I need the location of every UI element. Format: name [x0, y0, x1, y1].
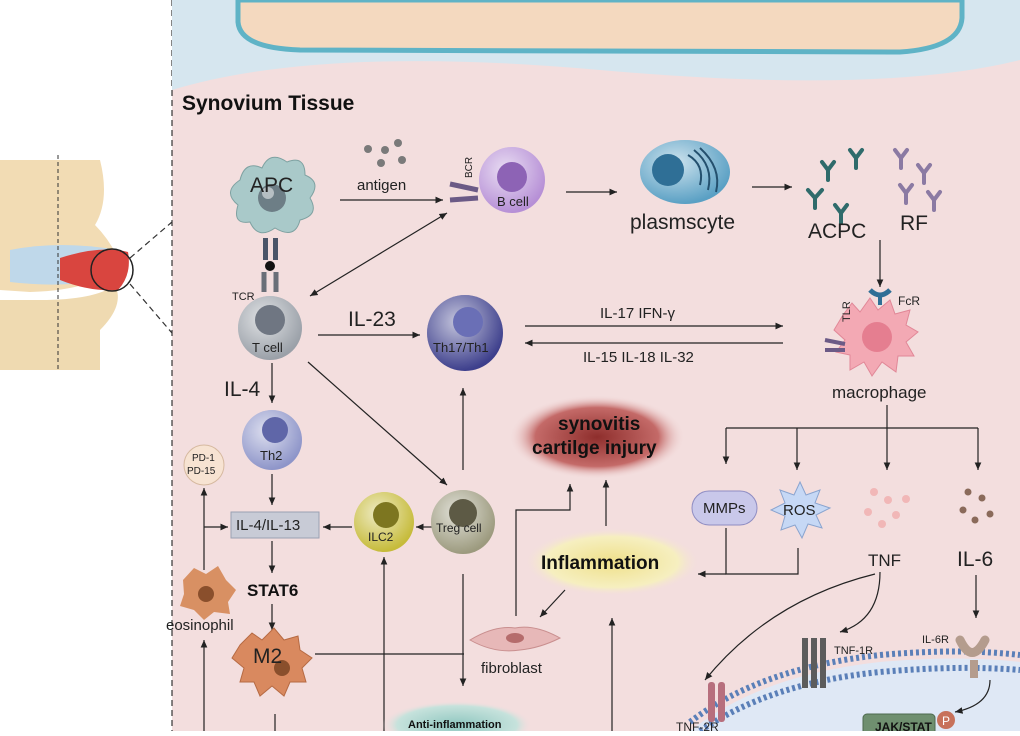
- inflammation-cloud: [524, 528, 700, 596]
- apc-cell: [230, 156, 316, 234]
- arrow-il6r-to-jakstat: [954, 679, 991, 714]
- b-cell-label: B cell: [497, 194, 529, 209]
- anti-inflammation-label: Anti-inflammation: [408, 719, 502, 731]
- cartilage-injury-label: cartilge injury: [532, 438, 657, 459]
- eosinophil-label: eosinophil: [166, 617, 234, 634]
- t-cell: [238, 296, 302, 360]
- m2-macrophage-cell: [231, 627, 313, 697]
- il6-label: IL-6: [957, 548, 993, 571]
- fibroblast-label: fibroblast: [481, 660, 543, 677]
- arrow-tnf-to-tnf1r: [839, 571, 881, 634]
- tnf-particles: [864, 488, 910, 528]
- il4-label: IL-4: [224, 378, 261, 401]
- il6r-receptor: [955, 635, 990, 678]
- arrow-tcell-bcell: [309, 212, 448, 297]
- joint-zoom-circle: [90, 248, 134, 292]
- synovitis-cloud: [509, 395, 685, 479]
- il17-ifn-label: IL-17 IFN-γ: [600, 305, 676, 322]
- tnf1r-receptor: [802, 638, 826, 688]
- ilc2-label: ILC2: [368, 530, 394, 544]
- phosphate-badge: [937, 711, 955, 729]
- stat6-label: STAT6: [247, 581, 298, 600]
- macrophage-branch-lines: [722, 405, 982, 470]
- il6r-label: IL-6R: [922, 634, 949, 646]
- arrow-tcell-to-treg: [307, 361, 448, 486]
- antigen-particles: [364, 139, 406, 167]
- th17-th1-cell: [427, 295, 503, 371]
- mhc-tcr-complex: [261, 238, 279, 292]
- antibody-cluster: [806, 148, 942, 225]
- phosphate-label: P: [942, 714, 950, 728]
- il4-il13-box: [230, 511, 320, 539]
- fibroblast-cell: [469, 626, 562, 652]
- ilc2-cell: [354, 492, 414, 552]
- il15-18-32-label: IL-15 IL-18 IL-32: [583, 349, 694, 366]
- cartilage-cap: [235, 0, 965, 55]
- anti-inflammation-cloud: [382, 701, 532, 736]
- il6-particles: [959, 488, 994, 524]
- inflammation-label: Inflammation: [541, 553, 659, 574]
- arrow-fibroblast-to-synovitis: [515, 484, 574, 616]
- ros-star: [769, 480, 832, 540]
- eosinophil-cell: [180, 566, 236, 620]
- ros-label: ROS: [783, 502, 816, 519]
- treg-cell: [431, 490, 495, 554]
- pd-cytokine-bubble: [183, 444, 225, 486]
- tcr-label: TCR: [232, 291, 255, 303]
- fcr-label: FcR: [898, 294, 920, 308]
- antigen-label: antigen: [357, 177, 406, 194]
- t-cell-label: T cell: [252, 340, 283, 355]
- th2-cell: [242, 410, 302, 470]
- knee-joint-illustration: [0, 155, 173, 372]
- tnf1r-label: TNF-1R: [834, 645, 873, 657]
- jak-stat-box: [862, 713, 936, 736]
- tnf2r-label: TNF-2R: [676, 720, 719, 731]
- tnf2r-receptor: [708, 682, 725, 722]
- acpc-label: ACPC: [808, 220, 866, 243]
- treg-label: Treg cell: [436, 521, 482, 535]
- plasmscyte-cell: [640, 140, 730, 204]
- macrophage-label: macrophage: [832, 383, 927, 402]
- synovitis-label: synovitis: [558, 414, 640, 435]
- il23-label: IL-23: [348, 308, 396, 331]
- mmps-label: MMPs: [703, 500, 746, 517]
- macrophage-cell: [824, 288, 919, 377]
- apc-label: APC: [250, 174, 293, 197]
- il4-il13-label: IL-4/IL-13: [236, 517, 300, 534]
- jak-stat-label: JAK/STAT: [875, 720, 933, 731]
- page-title: Synovium Tissue: [182, 92, 354, 115]
- arrow-inflammation-to-fibroblast: [539, 589, 566, 618]
- m2-label: M2: [253, 645, 282, 668]
- th17-label: Th17/Th1: [433, 340, 489, 355]
- arrow-tnf-to-tnf2r: [704, 573, 876, 681]
- th2-label: Th2: [260, 448, 282, 463]
- mmps-pill: [691, 490, 758, 526]
- tnf-label: TNF: [868, 551, 901, 570]
- rf-label: RF: [900, 212, 928, 235]
- plasmscyte-label: plasmscyte: [630, 211, 735, 234]
- bcr-label: BCR: [464, 157, 475, 178]
- pd1-label: PD-1: [192, 453, 215, 464]
- tlr-label: TLR: [841, 301, 853, 322]
- b-cell: [449, 147, 545, 213]
- mmps-ros-join: [725, 528, 799, 575]
- pd15-label: PD-15: [187, 466, 216, 477]
